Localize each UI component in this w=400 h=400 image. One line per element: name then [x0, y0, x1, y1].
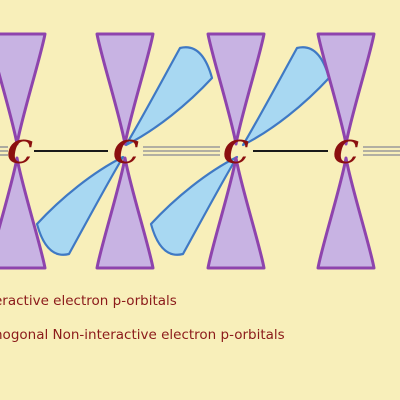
interactive-lobe-c4-down	[316, 156, 376, 270]
atom-labels: C C C C	[7, 133, 359, 171]
atom-label-c1: C	[7, 133, 33, 171]
triple-bond-right-edge	[363, 146, 400, 156]
interactive-lobe-c4-up	[316, 32, 376, 146]
caption-orthogonal-orbitals: hogonal Non-interactive electron p-orbit…	[0, 327, 285, 343]
triple-bond-left-edge	[0, 146, 8, 156]
atom-label-c4: C	[333, 133, 359, 171]
interactive-lobe-c1-up	[0, 32, 47, 146]
bond-layer	[0, 146, 400, 156]
atom-label-c3: C	[223, 133, 249, 171]
interactive-lobe-c1-down	[0, 156, 47, 270]
triple-bond-1	[143, 146, 220, 156]
atom-label-c2: C	[113, 133, 139, 171]
caption-interactive-orbitals: eractive electron p-orbitals	[0, 293, 177, 309]
